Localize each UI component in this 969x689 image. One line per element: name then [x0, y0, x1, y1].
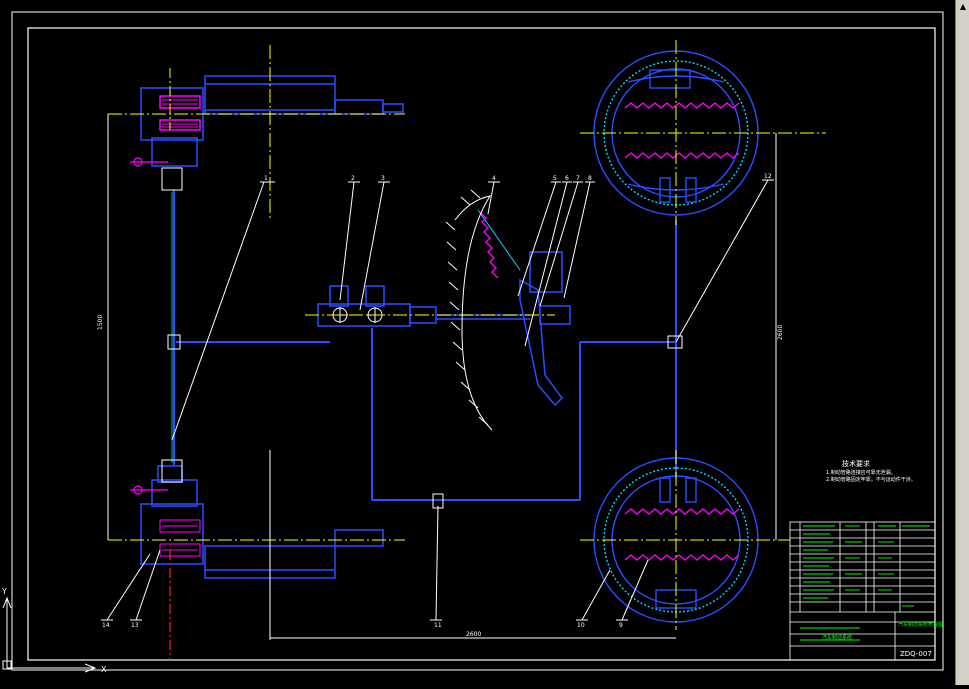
part-number-2: 2	[351, 175, 355, 182]
dimension-bottom-label: 2600	[466, 631, 481, 638]
return-spring	[479, 211, 499, 279]
brake-pipe-rear	[371, 220, 677, 501]
leader-lines	[101, 179, 774, 621]
brake-layout-drawing: 1500	[1, 11, 944, 674]
ucs-x-label: X	[101, 665, 107, 674]
part-number-7: 7	[576, 175, 580, 182]
part-number-11: 11	[434, 622, 442, 629]
part-number-3: 3	[381, 175, 385, 182]
part-number-14: 14	[102, 622, 110, 629]
part-number-8: 8	[588, 175, 592, 182]
tech-note-1: 1.制动管路连接应可靠无泄漏。	[826, 469, 896, 476]
scroll-up-icon[interactable]: ▲	[959, 2, 967, 11]
cad-drawing-canvas[interactable]: 1500	[0, 0, 955, 685]
title-block-sub: 汽车制动系统	[822, 634, 852, 641]
drawing-code: ZDQ-007	[900, 650, 932, 658]
part-number-10: 10	[577, 622, 585, 629]
part-number-6: 6	[565, 175, 569, 182]
dimension-left-label: 1500	[97, 315, 104, 330]
part-number-4: 4	[492, 175, 496, 182]
tech-requirements-title: 技术要求	[842, 459, 870, 468]
brake-pipe-left	[173, 190, 330, 465]
dimension-right-label: 2600	[777, 325, 784, 340]
parts-list-table	[789, 521, 936, 661]
title-block-name: 汽车制动系统布置图	[898, 621, 943, 628]
part-number-13: 13	[131, 622, 139, 629]
brake-pedal	[519, 251, 571, 407]
part-number-12: 12	[764, 173, 772, 180]
inner-frame	[27, 27, 936, 661]
tech-note-2: 2.制动管路固定牢靠，不与运动件干涉。	[826, 476, 916, 483]
vertical-scrollbar[interactable]: ▲	[955, 0, 969, 685]
part-balloons: 1 2 3 4 5 6 7 8 9 10 11 12 13 14	[102, 173, 772, 629]
part-number-5: 5	[553, 175, 557, 182]
part-number-1: 1	[264, 175, 268, 182]
left-bottom-brake-assembly	[140, 465, 384, 579]
part-number-9: 9	[619, 622, 623, 629]
outer-frame	[11, 11, 944, 671]
ucs-y-label: Y	[1, 587, 7, 596]
master-cylinder	[317, 285, 530, 327]
ucs-icon	[2, 596, 97, 673]
left-top-brake-assembly	[140, 75, 404, 167]
firewall	[445, 189, 493, 431]
